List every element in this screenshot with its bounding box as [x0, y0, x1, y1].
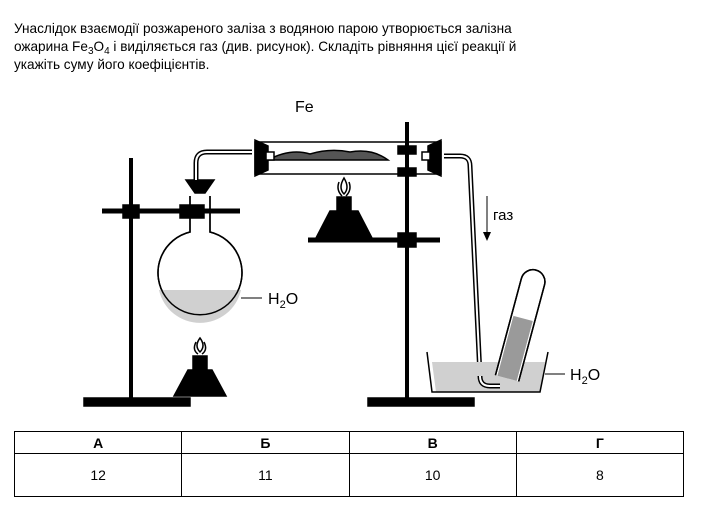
apparatus-figure: Fe газ H2O H2O	[83, 99, 600, 407]
answer-option-a[interactable]: 12	[13, 453, 183, 497]
formula-subscript-4: 4	[104, 46, 110, 57]
question-text: Унаслідок взаємодії розжареного заліза з…	[14, 20, 694, 74]
answer-table: А Б В Г 12 11 10 8	[13, 431, 685, 497]
answer-option-v[interactable]: 10	[348, 453, 517, 497]
fe-label: Fe	[295, 99, 314, 116]
test-tube	[494, 268, 546, 382]
answer-option-b[interactable]: 11	[181, 453, 350, 497]
iron-powder	[267, 149, 391, 161]
question-line-2-start: ожарина Fe	[14, 39, 88, 54]
answer-header-v: В	[348, 431, 517, 454]
trough-water-label: H2O	[570, 367, 600, 387]
left-stand	[83, 158, 240, 407]
question-line-3: укажіть суму його коефіцієнтів.	[14, 57, 210, 72]
left-burner	[172, 336, 228, 397]
gas-label: газ	[493, 207, 513, 224]
middle-burner	[314, 176, 374, 239]
answer-header-g: Г	[515, 431, 685, 454]
flask-water-label: H2O	[268, 291, 298, 311]
answer-header-b: Б	[181, 431, 350, 454]
question-line-1: Унаслідок взаємодії розжареного заліза з…	[14, 21, 512, 36]
formula-oxygen: O	[93, 39, 105, 54]
answer-option-g[interactable]: 8	[515, 453, 685, 497]
question-line-2-end: і виділяється газ (див. рисунок). Складі…	[109, 39, 517, 54]
answer-header-row: А Б В Г	[13, 431, 685, 454]
answer-header-a: А	[13, 431, 183, 454]
round-flask	[157, 179, 262, 323]
flask-water	[159, 290, 241, 323]
formula-subscript-3: 3	[87, 46, 94, 57]
answer-value-row: 12 11 10 8	[13, 453, 685, 497]
question-line-2: ожарина Fe3O4 і виділяється газ (див. ри…	[14, 38, 694, 57]
right-stand	[308, 122, 475, 407]
